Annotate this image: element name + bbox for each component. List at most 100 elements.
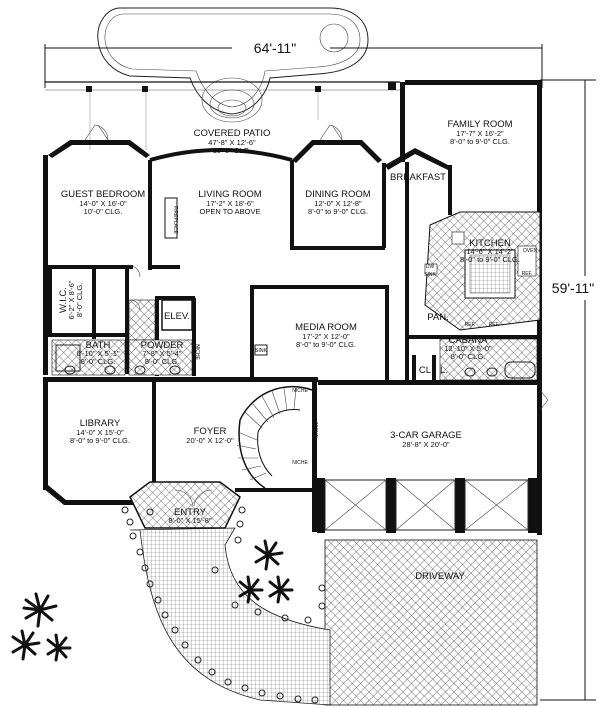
room-size: 17'-2" X 18'-6" [206, 199, 254, 208]
room-driveway: DRIVEWAY [415, 571, 465, 582]
room-name: GUEST BEDROOM [61, 189, 145, 200]
room-name: 3-CAR GARAGE [390, 430, 462, 441]
room-ceiling: 8'-0" to 9'-0" CLG. [296, 340, 356, 349]
fixtures [55, 344, 536, 379]
dw-label: DW [426, 264, 435, 270]
room-name: LIBRARY [80, 418, 121, 429]
room-name: DRIVEWAY [415, 571, 465, 582]
room-name: COVERED PATIO [194, 128, 271, 139]
palm-icon [268, 575, 294, 604]
room-ceiling: OPEN TO ABOVE [200, 207, 261, 216]
sink-label: SINK [424, 272, 436, 278]
room-elev: ELEV. [164, 311, 190, 322]
closet-label: L. [440, 365, 448, 376]
room-ceiling: 10'-0" CLG. [84, 207, 123, 216]
room-ceiling: 8'-0" CLG. [451, 352, 486, 361]
walls [43, 80, 542, 535]
room-ceiling: 10'-0" CLG. [213, 146, 252, 155]
room-size: 17'-7" X 16'-2" [456, 129, 504, 138]
garage-doors [324, 479, 529, 531]
room-cabana: CABANA 12'-10" X 5'-0" 8'-0" CLG. [444, 335, 492, 361]
room-bath: BATH 6'-10" X 5'-1" 8'-0" CLG. [76, 340, 120, 366]
width-dimension: 64'-11" [44, 40, 543, 88]
doors [84, 124, 549, 507]
depth-label: 59'-11" [552, 280, 594, 296]
room-name: FOYER [194, 426, 227, 437]
room-breakfast: BREAKFAST [390, 172, 446, 183]
room-ceiling: 8'-0" CLG. [145, 357, 180, 366]
fireplace: FIREPLACE [164, 197, 178, 239]
niche-label: NICHE [292, 460, 308, 466]
room-kitchen: KITCHEN 14'-6" X 14'-2" 8'-0" to 9'-0" C… [460, 238, 520, 264]
room-labels: COVERED PATIO 47'-8" X 12'-6" 10'-0" CLG… [58, 119, 520, 582]
driveway [324, 539, 538, 706]
room-foyer: FOYER 20'-0" X 12'-0" [186, 426, 234, 445]
room-ceiling: 8'-0" CLG. [75, 283, 84, 318]
closet-label: CL [419, 365, 431, 376]
room-name: ELEV. [164, 311, 190, 322]
staircase [236, 385, 313, 489]
room-family-room: FAMILY ROOM 17'-7" X 16'-2" 8'-0" to 9'-… [447, 119, 512, 146]
room-size: 28'-8" X 20'-0" [402, 440, 450, 449]
room-pan: PAN. [427, 312, 448, 323]
entry-bay [129, 481, 241, 529]
room-name: BREAKFAST [390, 172, 446, 183]
ref-label: REF. [489, 322, 500, 328]
room-guest-bedroom: GUEST BEDROOM 14'-0" X 16'-0" 10'-0" CLG… [61, 189, 145, 216]
room-size: 6'-10" X 5'-1" [76, 349, 120, 358]
ref-label: REF. [465, 322, 476, 328]
room-entry: ENTRY 8'-0" X 15'-8" [168, 507, 212, 525]
room-name: W.I.C. [58, 287, 69, 313]
room-size: 17'-2" X 12'-0" [302, 332, 350, 341]
room-covered-patio: COVERED PATIO 47'-8" X 12'-6" 10'-0" CLG… [194, 128, 271, 155]
palm-icon [238, 575, 264, 604]
room-size: 12'-0" X 12'-8" [314, 199, 362, 208]
room-ceiling: 8'-0" to 9'-0" CLG. [450, 137, 510, 146]
room-size: 47'-8" X 12'-6" [208, 138, 256, 147]
closet-labels: CL L. [419, 365, 448, 376]
wet-area-tile [51, 299, 538, 381]
room-name: PAN. [427, 312, 448, 323]
niche-label: NICHE [292, 388, 308, 394]
palm-icon [22, 592, 58, 628]
room-name: DINING ROOM [305, 189, 371, 200]
oven-label: OVEN [523, 248, 538, 254]
room-size: 6'-2" X 8'-6" [67, 280, 76, 319]
depth-dimension: 59'-11" [540, 79, 596, 701]
room-ceiling: 8'-0" to 9'-0" CLG. [460, 255, 520, 264]
patio-outline [45, 81, 400, 150]
room-size: 8'-0" X 15'-8" [168, 516, 212, 525]
landscaping [11, 506, 326, 704]
room-size: 20'-0" X 12'-0" [186, 436, 234, 445]
room-size: 14'-6" X 14'-2" [466, 247, 514, 256]
elevator [161, 299, 193, 331]
room-dining-room: DINING ROOM 12'-0" X 12'-8" 8'-0" to 9'-… [305, 189, 371, 216]
room-name: KITCHEN [469, 238, 511, 249]
room-size: 14'-0" X 16'-0" [79, 199, 127, 208]
pool [97, 7, 369, 123]
room-ceiling: 8'-0" to 9'-0" CLG. [308, 207, 368, 216]
sink-label: SINK [255, 348, 267, 354]
room-name: FAMILY ROOM [447, 119, 512, 130]
niche-label: NICHE [194, 344, 200, 360]
room-ceiling: 8'-0" to 9'-0" CLG. [70, 436, 130, 445]
room-powder: POWDER 7'-8" X 5'-4" 8'-0" CLG. [141, 340, 184, 366]
room-name: MEDIA ROOM [295, 322, 357, 333]
walkway [129, 527, 331, 706]
room-living-room: LIVING ROOM 17'-2" X 18'-6" OPEN TO ABOV… [198, 189, 261, 216]
room-name: LIVING ROOM [198, 189, 261, 200]
ref-label: REF. [522, 271, 533, 277]
room-name: CABANA [448, 335, 488, 346]
room-ceiling: 8'-0" CLG. [81, 357, 116, 366]
room-size: 7'-8" X 5'-4" [142, 349, 181, 358]
room-garage: 3-CAR GARAGE 28'-8" X 20'-0" [390, 430, 462, 449]
shrub-icons [121, 506, 326, 704]
niche-label: NICHE [312, 422, 318, 438]
room-wic: W.I.C. 6'-2" X 8'-6" 8'-0" CLG. [58, 280, 84, 319]
room-size: 14'-0" X 15'-0" [76, 428, 124, 437]
width-label: 64'-11" [254, 40, 296, 56]
fireplace-label: FIREPLACE [172, 206, 178, 234]
room-size: 12'-10" X 5'-0" [444, 344, 492, 353]
room-media-room: MEDIA ROOM 17'-2" X 12'-0" 8'-0" to 9'-0… [295, 322, 357, 349]
